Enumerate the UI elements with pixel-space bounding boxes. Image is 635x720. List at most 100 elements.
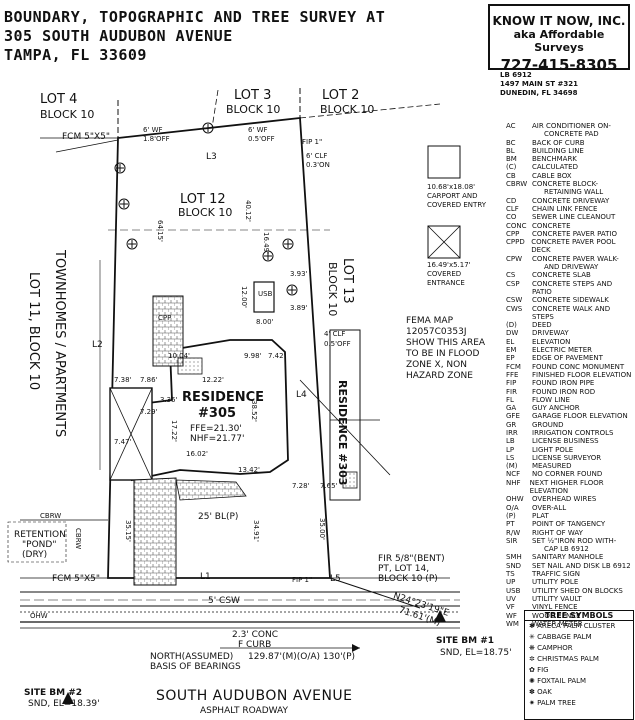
legend-desc: CONCRETE STEPS AND PATIO (531, 279, 613, 296)
line-l2: L2 (92, 340, 103, 350)
legend-abbrev: NHF (506, 478, 521, 487)
paver-patio (152, 295, 184, 367)
line-l3: L3 (206, 152, 217, 162)
tree-symbols-list: ✱ ARECA PALM CLUSTER✳ CABBAGE PALM❋ CAMP… (525, 621, 633, 709)
legend-abbrev (506, 545, 532, 553)
survey-drawing (7, 88, 461, 704)
fema-line5: ZONE X, NON (406, 360, 467, 370)
legend-abbrev: SIR (506, 536, 518, 545)
legend-desc: CONCRETE BLOCK- (532, 180, 598, 189)
lot3-label: LOT 3 (234, 88, 272, 103)
wf-offset: 1.8'OFF (143, 135, 170, 143)
legend-abbrev: FIP (506, 379, 517, 388)
dim-7-38: 7.38' (114, 376, 132, 384)
legend-row: (P) PLAT (506, 512, 634, 520)
legend-abbrev: CLF (506, 204, 519, 213)
dim-7-65: 7.65' (320, 482, 338, 490)
lot11-label: LOT 11, BLOCK 10 (26, 272, 41, 391)
frontage-distance: 129.87'(M)(O/A) 130'(P) (248, 652, 356, 662)
legend-abbrev: FCM (506, 362, 521, 371)
retention-line3: (DRY) (22, 550, 48, 560)
legend-desc: CONCRETE SLAB (532, 271, 591, 280)
legend-desc: TRAFFIC SIGN (532, 570, 581, 579)
legend-abbrev: FFE (506, 370, 519, 379)
nhf-label: NHF=21.77' (190, 434, 245, 444)
legend-desc: NO CORNER FOUND (532, 470, 603, 479)
survey-title-line1: BOUNDARY, TOPOGRAPHIC AND TREE SURVEY AT (4, 8, 386, 26)
tree-symbol-label: CABBAGE PALM (537, 633, 592, 641)
tree-symbol-row: ✲ CHRISTMAS PALM (525, 654, 633, 665)
lot13-label: LOT 13 (340, 258, 355, 304)
legend-desc: POINT OF TANGENCY (532, 520, 606, 529)
legend-row: (D)DEED (506, 321, 634, 329)
legend-desc: BENCHMARK (532, 155, 577, 164)
legend-desc: SANITARY MANHOLE (532, 553, 604, 562)
legend-desc: CONCRETE PAVER PATIO (532, 229, 618, 238)
dim-38-52: 38.52' (250, 400, 258, 422)
fcm-label-top: FCM 5"X5" (62, 132, 110, 142)
dim-8-00: 8.00' (256, 318, 274, 326)
clf-label: 6' CLF (306, 152, 328, 160)
fema-note: FEMA MAP 12057C0353J SHOW THIS AREA TO B… (406, 316, 485, 382)
legend-desc: DEED (532, 321, 552, 330)
cbrw-label-1: CBRW (40, 512, 62, 520)
legend-abbrev: (M) (506, 462, 518, 471)
legend-abbrev: FL (506, 395, 514, 404)
dim-35-00: 35.00' (318, 518, 326, 540)
survey-title-line3: TAMPA, FL 33609 (4, 46, 147, 64)
dim-35-15: 35.15' (124, 520, 132, 542)
legend-abbrev: WF (506, 611, 517, 620)
fema-line3: SHOW THIS AREA (406, 338, 486, 348)
legend-abbrev: AC (506, 122, 516, 130)
tree-icon: ✿ (529, 666, 538, 674)
dim-12-00: 12.00' (240, 286, 248, 308)
legend-desc: OVERHEAD WIRES (532, 495, 597, 504)
tree-icon: ✲ (529, 655, 538, 663)
dim-7-28: 7.28' (292, 482, 310, 490)
legend-desc: CONCRETE DRIVEWAY (532, 196, 610, 205)
legend-desc: MEASURED (532, 462, 572, 471)
tree-symbol-row: ✳ CABBAGE PALM (525, 632, 633, 643)
usb-label: USB (258, 290, 273, 298)
legend-desc: PLAT (532, 511, 549, 520)
legend-desc: CONCRETE SIDEWALK (532, 296, 609, 305)
lot12-label: LOT 12 (180, 192, 226, 207)
legend-desc: CONCRETE WALK AND STEPS (531, 304, 611, 321)
tree-icon: ✱ (529, 622, 538, 630)
legend-abbrev: SND (506, 561, 522, 570)
fcm-label-bottom: FCM 5"X5" (52, 574, 100, 584)
legend-abbrev: CONC (506, 221, 527, 230)
lot13-block-label: BLOCK 10 (326, 262, 339, 317)
survey-title-line2: 305 SOUTH AUDUBON AVENUE (4, 27, 233, 45)
legend-abbrev: CBRW (506, 180, 528, 189)
legend-abbrev: CPW (506, 254, 523, 263)
carport-desc2: COVERED ENTRY (427, 201, 487, 209)
legend-abbrev: EM (506, 346, 517, 355)
street-surface: ASPHALT ROADWAY (200, 706, 288, 716)
dim-3-89: 3.89' (290, 304, 308, 312)
legend-desc: CONCRETE PAD (544, 130, 599, 139)
legend-row: CONCRETE PAD (506, 130, 634, 138)
dim-7-42: 7.42' (268, 352, 286, 360)
dim-10-04: 10.04' (168, 352, 190, 360)
tree-symbol-label: PALM TREE (537, 699, 576, 707)
tree-symbols-box: TREE SYMBOLS ✱ ARECA PALM CLUSTER✳ CABBA… (524, 610, 634, 720)
tree-symbol-row: ❋ CAMPHOR (525, 643, 633, 654)
legend-abbrev: (P) (506, 511, 516, 520)
